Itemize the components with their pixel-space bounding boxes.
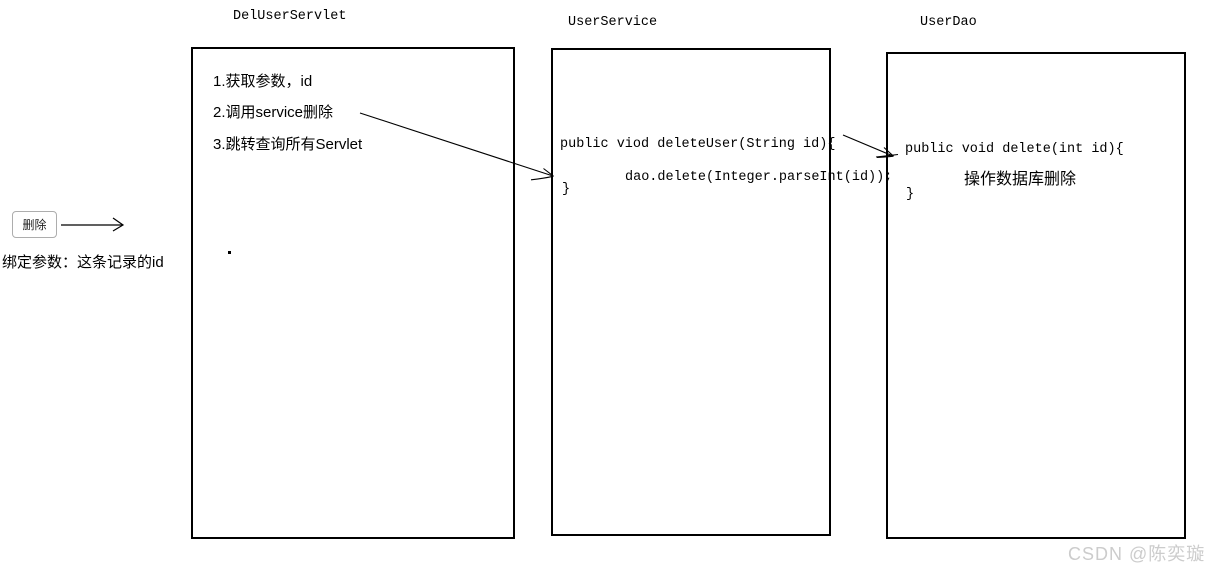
dao-code-line-1: public void delete(int id){ [905, 142, 1124, 157]
csdn-watermark: CSDN @陈奕璇 [1068, 544, 1206, 564]
delete-button-label: 删除 [22, 218, 47, 232]
service-code-line-2: dao.delete(Integer.parseInt(id)); [625, 170, 893, 185]
servlet-step-1: 1.获取参数，id [213, 73, 313, 90]
servlet-step-3: 3.跳转查询所有Servlet [213, 136, 363, 153]
servlet-step-2: 2.调用service删除 [213, 104, 334, 121]
lane-title-userdao: UserDao [920, 15, 977, 30]
delete-button[interactable]: 删除 [12, 211, 57, 238]
dao-code-line-3: } [906, 187, 915, 202]
bind-param-caption: 绑定参数：这条记录的id [2, 254, 164, 271]
service-code-line-3: } [562, 182, 571, 197]
arrow-button-to-servlet [61, 217, 125, 232]
userdao-box [886, 52, 1186, 539]
stray-dot-mark [228, 251, 231, 254]
service-code-line-1: public viod deleteUser(String id){ [560, 137, 836, 152]
lane-title-userservice: UserService [568, 15, 658, 30]
userservice-box [551, 48, 831, 536]
lane-title-deluserservlet: DelUserServlet [233, 9, 347, 24]
dao-code-body: 操作数据库删除 [964, 171, 1077, 188]
